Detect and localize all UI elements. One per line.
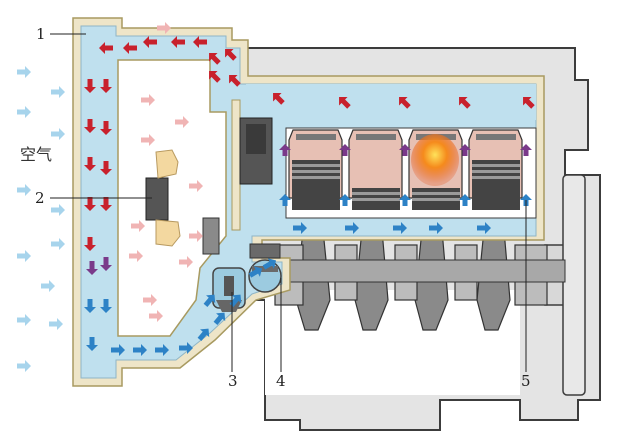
hot-coolant-arrow-icon xyxy=(84,157,96,171)
cylinder-1 xyxy=(288,129,343,210)
cold-coolant-arrow-icon xyxy=(100,299,112,313)
hot-coolant-arrow-icon xyxy=(100,79,112,93)
cold-coolant-arrow-icon xyxy=(248,266,263,278)
air-label: 空气 xyxy=(20,145,52,164)
hot-coolant-arrow-icon xyxy=(209,71,221,83)
hot-coolant-arrow-icon xyxy=(193,36,207,48)
air-flow-arrow-icon xyxy=(41,280,55,292)
flow-arrows xyxy=(17,22,535,372)
air-flow-arrow-icon xyxy=(143,294,157,306)
cold-coolant-arrow-icon xyxy=(111,344,125,356)
cold-coolant-arrow-icon xyxy=(279,194,291,206)
hot-coolant-arrow-icon xyxy=(84,237,96,251)
hot-coolant-arrow-icon xyxy=(84,119,96,133)
warm-coolant-arrow-icon xyxy=(100,257,112,271)
cold-coolant-arrow-icon xyxy=(262,258,277,270)
cold-coolant-arrow-icon xyxy=(197,328,210,341)
warm-coolant-arrow-icon xyxy=(459,144,471,156)
cold-coolant-arrow-icon xyxy=(345,222,359,234)
air-flow-arrow-icon xyxy=(141,94,155,106)
radiator-fan xyxy=(145,149,181,247)
air-flow-arrow-icon xyxy=(17,314,31,326)
engine-accessories xyxy=(202,117,273,255)
cold-coolant-arrow-icon xyxy=(203,294,216,307)
hot-coolant-arrow-icon xyxy=(84,197,96,211)
air-flow-arrow-icon xyxy=(17,250,31,262)
air-flow-arrow-icon xyxy=(17,106,31,118)
cylinder-3 xyxy=(408,129,463,210)
warm-coolant-arrow-icon xyxy=(520,144,532,156)
air-flow-arrow-icon xyxy=(179,256,193,268)
callout-1: 1 xyxy=(36,25,46,43)
air-flow-arrow-icon xyxy=(189,230,203,242)
cold-coolant-arrow-icon xyxy=(86,337,98,351)
thermostat-icon xyxy=(212,267,246,312)
air-flow-arrow-icon xyxy=(175,116,189,128)
callout-3: 3 xyxy=(228,372,238,390)
hot-coolant-arrow-icon xyxy=(100,121,112,135)
air-flow-arrow-icon xyxy=(149,310,163,322)
hot-coolant-arrow-icon xyxy=(143,36,157,48)
air-flow-arrow-icon xyxy=(141,134,155,146)
air-flow-arrow-icon xyxy=(131,220,145,232)
leader-lines xyxy=(50,33,527,372)
air-flow-arrow-icon xyxy=(17,360,31,372)
hot-coolant-arrow-icon xyxy=(99,42,113,54)
cold-coolant-arrow-icon xyxy=(459,194,471,206)
callout-2: 2 xyxy=(35,189,45,207)
warm-coolant-arrow-icon xyxy=(399,144,411,156)
cold-coolant-arrow-icon xyxy=(393,222,407,234)
hot-coolant-arrow-icon xyxy=(339,97,351,109)
hot-coolant-arrow-icon xyxy=(123,42,137,54)
callout-4: 4 xyxy=(276,372,286,390)
hot-coolant-arrow-icon xyxy=(100,197,112,211)
hot-coolant-arrow-icon xyxy=(229,75,241,87)
hot-coolant-arrow-icon xyxy=(459,97,471,109)
cold-coolant-arrow-icon xyxy=(84,299,96,313)
hot-coolant-arrow-icon xyxy=(84,79,96,93)
air-flow-arrow-icon xyxy=(51,128,65,140)
air-flow-arrow-icon xyxy=(189,180,203,192)
air-flow-arrow-icon xyxy=(17,66,31,78)
cylinders xyxy=(288,129,523,210)
air-flow-arrow-icon xyxy=(51,204,65,216)
air-flow-arrow-icon xyxy=(129,250,143,262)
air-flow-arrow-icon xyxy=(51,238,65,250)
cold-coolant-arrow-icon xyxy=(179,342,193,354)
hot-coolant-arrow-icon xyxy=(171,36,185,48)
hot-coolant-arrow-icon xyxy=(225,49,237,61)
combustion-flame xyxy=(411,134,459,186)
cylinder-2 xyxy=(348,129,403,210)
warm-coolant-arrow-icon xyxy=(279,144,291,156)
hot-coolant-arrow-icon xyxy=(209,53,221,65)
callout-5: 5 xyxy=(521,372,531,390)
air-flow-arrow-icon xyxy=(17,184,31,196)
cold-coolant-arrow-icon xyxy=(339,194,351,206)
cold-coolant-arrow-icon xyxy=(213,312,226,325)
air-flow-arrow-icon xyxy=(157,22,171,34)
cold-coolant-arrow-icon xyxy=(429,222,443,234)
cold-coolant-arrow-icon xyxy=(399,194,411,206)
air-flow-arrow-icon xyxy=(49,318,63,330)
cold-coolant-arrow-icon xyxy=(155,344,169,356)
warm-coolant-arrow-icon xyxy=(339,144,351,156)
warm-coolant-arrow-icon xyxy=(86,261,98,275)
cold-coolant-arrow-icon xyxy=(477,222,491,234)
hot-coolant-arrow-icon xyxy=(100,161,112,175)
hot-coolant-arrow-icon xyxy=(399,97,411,109)
hot-coolant-arrow-icon xyxy=(273,93,285,105)
cold-coolant-arrow-icon xyxy=(293,222,307,234)
cylinder-4 xyxy=(468,129,523,210)
hot-coolant-arrow-icon xyxy=(523,97,535,109)
radiator-core xyxy=(117,59,241,337)
cold-coolant-arrow-icon xyxy=(133,344,147,356)
air-flow-arrow-icon xyxy=(51,86,65,98)
